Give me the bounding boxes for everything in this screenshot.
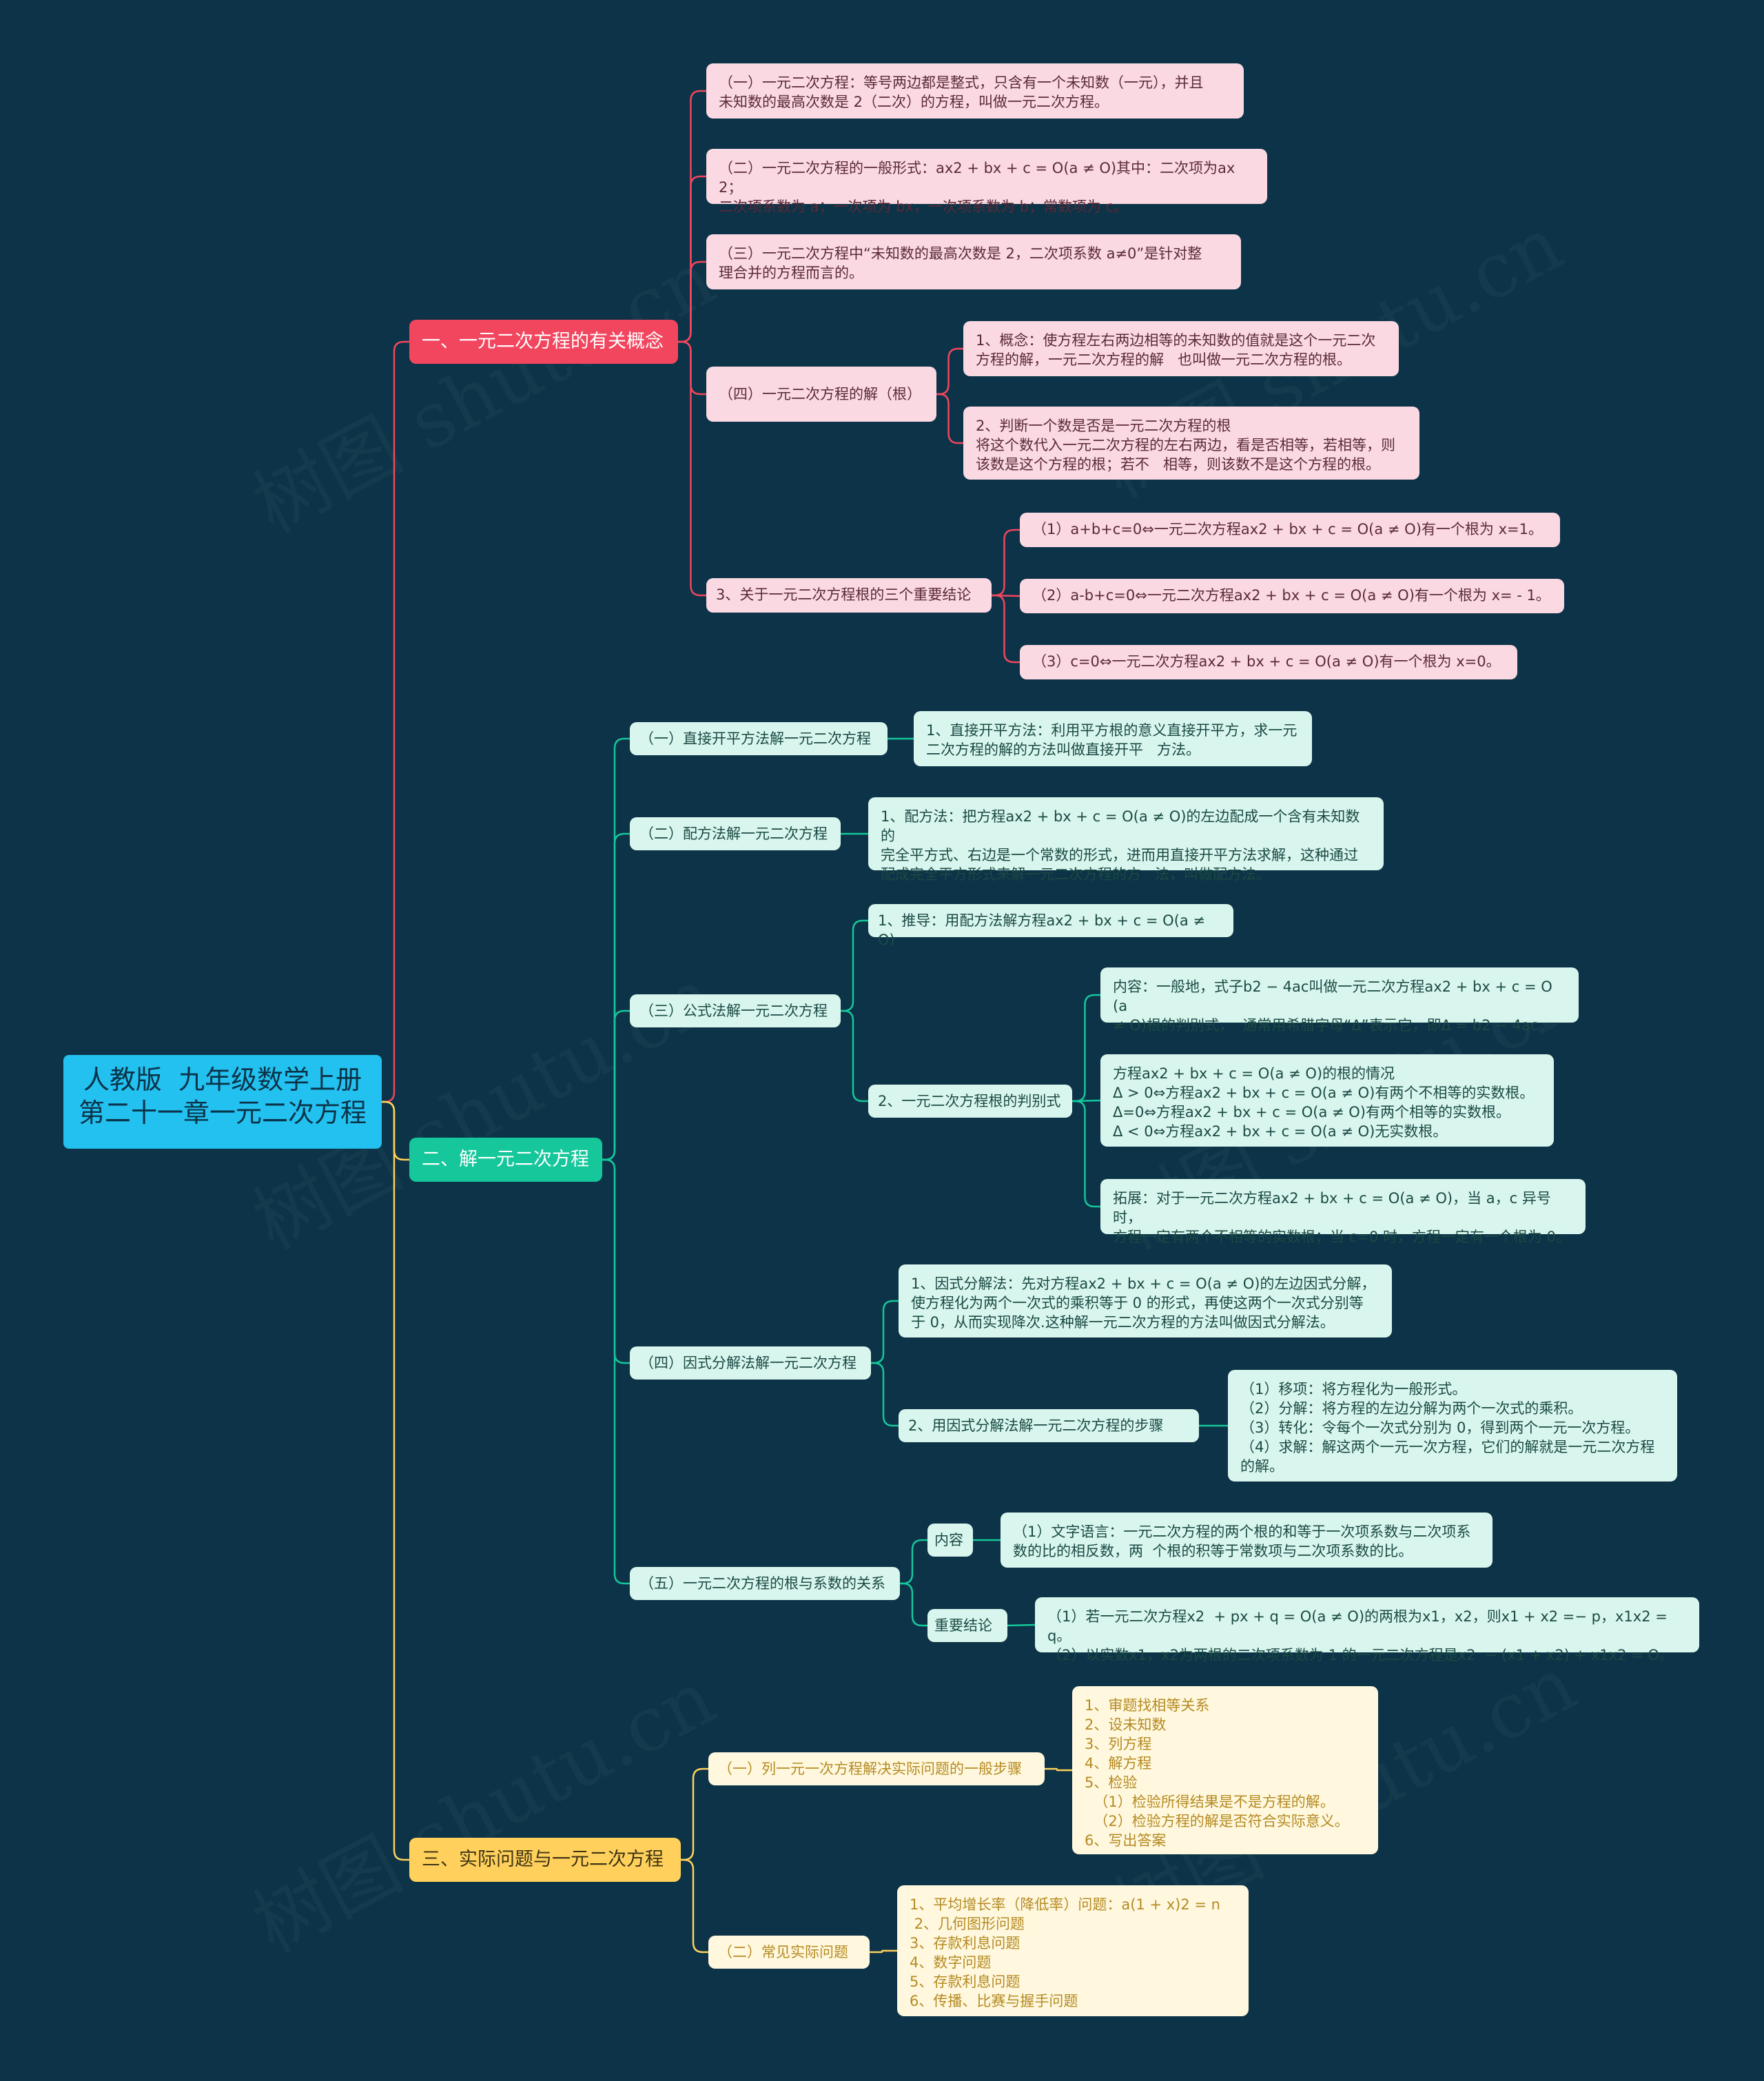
conclusion-2[interactable]: （2）a-b+c=0⇔一元二次方程ax2 + bx + c = O(a ≠ O)… [1020, 579, 1564, 613]
link-d3b-child [1072, 994, 1100, 1103]
vieta-content[interactable]: （1）文字语言：一元二次方程的两个根的和等于一次项系数与二次项系 数的比的相反数… [1001, 1513, 1493, 1568]
branch-solving[interactable]: 二、解一元二次方程 [409, 1138, 602, 1182]
factoring-steps[interactable]: 2、用因式分解法解一元二次方程的步骤 [899, 1409, 1199, 1442]
method-square-root[interactable]: （一）直接开平方法解一元二次方程 [630, 722, 888, 755]
method-completing-square[interactable]: （二）配方法解一元二次方程 [630, 817, 841, 850]
link-root-b3 [382, 1100, 409, 1861]
common-problems-list[interactable]: 1、平均增长率（降低率）问题：a(1 + x)2 = n 2、几何图形问题 3、… [897, 1885, 1249, 2016]
formula-derivation[interactable]: 1、推导：用配方法解方程ax2 + bx + c = O(a ≠ O) [868, 904, 1233, 948]
link-b2-child [602, 1158, 630, 1585]
link-b2-child [602, 1158, 630, 1364]
link-root-b2 [382, 1100, 409, 1161]
conclusion-3[interactable]: （3）c=0⇔一元二次方程ax2 + bx + c = O(a ≠ O)有一个根… [1020, 645, 1517, 679]
link-d3-child [841, 919, 868, 1012]
link-b1-child [678, 260, 706, 343]
vieta-conclusion[interactable]: （1）若一元二次方程x2 + px + q = O(a ≠ O)的两根为x1，x… [1035, 1597, 1699, 1663]
link-b3-child [681, 1767, 708, 1861]
application-steps[interactable]: （一）列一元一次方程解决实际问题的一般步骤 [708, 1752, 1045, 1785]
link-d3-child [841, 1009, 868, 1103]
link-b2-child [602, 737, 630, 1161]
vieta-conclusion-label[interactable]: 重要结论 [927, 1609, 1007, 1642]
factoring-desc[interactable]: 1、因式分解法：先对方程ax2 + bx + c = O(a ≠ O)的左边因式… [899, 1264, 1392, 1337]
link-b2-child [602, 1009, 630, 1161]
concept-definition[interactable]: （一）一元二次方程：等号两边都是整式，只含有一个未知数（一元），并且 未知数的最… [706, 63, 1244, 119]
branch-applications[interactable]: 三、实际问题与一元二次方程 [409, 1838, 681, 1882]
link-d4-child [871, 1300, 899, 1364]
concept-solution[interactable]: （四）一元二次方程的解（根） [706, 367, 936, 422]
link-b1-child [678, 340, 706, 597]
link-b2-child [602, 832, 630, 1161]
factoring-steps-list[interactable]: （1）移项：将方程化为一般形式。 （2）分解：将方程的左边分解为两个一次式的乘积… [1228, 1370, 1677, 1482]
discriminant[interactable]: 2、一元二次方程根的判别式 [868, 1085, 1072, 1118]
vieta-content-label[interactable]: 内容 [927, 1524, 973, 1557]
link-c5-child [992, 529, 1020, 597]
link-b1-child [678, 90, 706, 343]
discriminant-cases[interactable]: 方程ax2 + bx + c = O(a ≠ O)的根的情况 Δ > 0⇔方程a… [1100, 1054, 1554, 1147]
link-d4-child [871, 1362, 899, 1427]
link-root-b1 [382, 340, 409, 1103]
solution-check[interactable]: 2、判断一个数是否是一元二次方程的根 将这个数代入一元二次方程的左右两边，看是否… [963, 407, 1419, 480]
link-b1-child [678, 175, 706, 343]
concept-general-form[interactable]: （二）一元二次方程的一般形式：ax2 + bx + c = O(a ≠ O)其中… [706, 149, 1267, 215]
link-e1-child [1045, 1767, 1072, 1772]
square-root-desc[interactable]: 1、直接开平方法：利用平方根的意义直接开平方，求一元 二次方程的解的方法叫做直接… [914, 711, 1312, 766]
branch-concepts[interactable]: 一、一元二次方程的有关概念 [409, 320, 678, 364]
application-steps-list[interactable]: 1、审题找相等关系 2、设未知数 3、列方程 4、解方程 5、检验 （1）检验所… [1072, 1686, 1378, 1854]
roots-coefficients[interactable]: （五）一元二次方程的根与系数的关系 [630, 1567, 900, 1600]
link-e2-child [870, 1949, 897, 1954]
link-d5-child [900, 1582, 927, 1627]
link-d5-child [900, 1539, 927, 1585]
root-topic[interactable]: 人教版 九年级数学上册 第二十一章一元二次方程 [63, 1055, 382, 1149]
discriminant-extension[interactable]: 拓展：对于一元二次方程ax2 + bx + c = O(a ≠ O)，当 a，c… [1100, 1179, 1586, 1245]
link-b1-child [678, 340, 706, 396]
discriminant-content[interactable]: 内容：一般地，式子b2 − 4ac叫做一元二次方程ax2 + bx + c = … [1100, 967, 1579, 1034]
common-problems[interactable]: （二）常见实际问题 [708, 1936, 870, 1969]
concept-note[interactable]: （三）一元二次方程中“未知数的最高次数是 2，二次项系数 a≠0”是针对整 理合… [706, 234, 1241, 289]
link-d3b-child [1072, 1100, 1100, 1208]
link-b3-child [681, 1858, 708, 1954]
link-c4-child [936, 347, 963, 396]
completing-square-desc[interactable]: 1、配方法：把方程ax2 + bx + c = O(a ≠ O)的左边配成一个含… [868, 797, 1384, 883]
root-conclusions[interactable]: 3、关于一元二次方程根的三个重要结论 [706, 578, 992, 613]
method-formula[interactable]: （三）公式法解一元二次方程 [630, 994, 841, 1027]
link-d5b-child [1007, 1623, 1036, 1627]
conclusion-1[interactable]: （1）a+b+c=0⇔一元二次方程ax2 + bx + c = O(a ≠ O)… [1020, 513, 1560, 547]
solution-concept[interactable]: 1、概念：使方程左右两边相等的未知数的值就是这个一元二次 方程的解，一元二次方程… [963, 321, 1399, 376]
link-c5-child [992, 594, 1020, 664]
method-factoring[interactable]: （四）因式分解法解一元二次方程 [630, 1346, 871, 1380]
link-c4-child [936, 393, 963, 444]
